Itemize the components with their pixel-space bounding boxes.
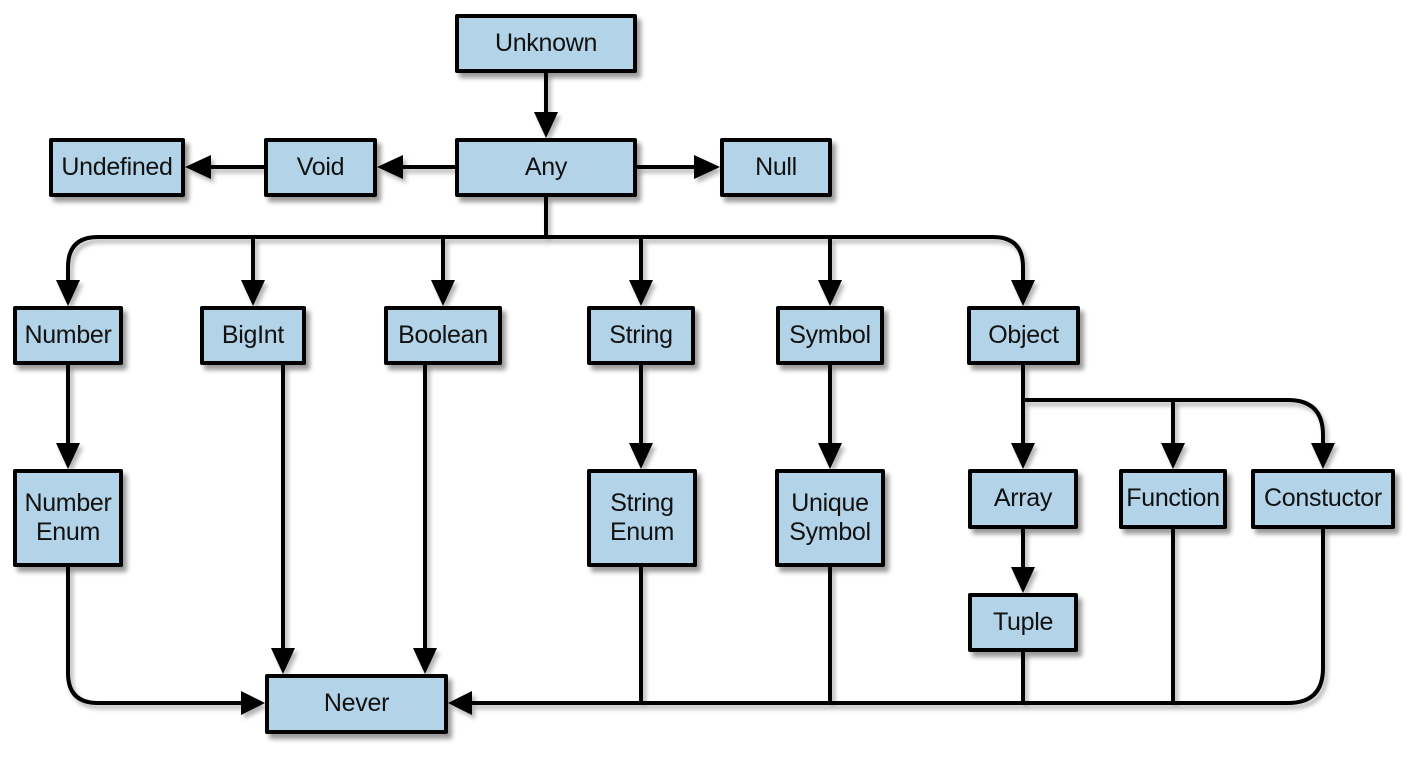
node-unknown: Unknown	[455, 14, 637, 73]
edge-arrowheads	[56, 112, 1335, 715]
node-any: Any	[455, 138, 637, 197]
arrowhead-never-right	[448, 691, 472, 715]
node-string: String	[587, 306, 695, 365]
arrowhead-null	[694, 155, 720, 179]
arrowhead-undefined	[185, 155, 211, 179]
edge-merge-never	[470, 529, 1325, 705]
node-unique-symbol: Unique Symbol	[775, 469, 885, 567]
arrowhead-never-top-bigint	[271, 648, 295, 674]
arrowhead-array	[1011, 443, 1035, 469]
node-never: Never	[265, 674, 448, 734]
edge-numberenum-never	[66, 567, 243, 705]
node-boolean: Boolean	[384, 306, 502, 365]
arrowhead-boolean	[431, 280, 455, 306]
node-undefined: Undefined	[49, 138, 185, 197]
arrowhead-number	[56, 280, 80, 306]
arrowhead-string-enum	[629, 443, 653, 469]
arrowhead-never-top-boolean	[413, 648, 437, 674]
node-number-enum: Number Enum	[13, 469, 123, 567]
node-constructor: Constuctor	[1251, 469, 1395, 529]
arrowhead-bigint	[241, 280, 265, 306]
arrowhead-symbol	[818, 280, 842, 306]
node-array: Array	[968, 469, 1078, 529]
arrowhead-any	[534, 112, 558, 138]
node-bigint: BigInt	[200, 306, 306, 365]
node-tuple: Tuple	[968, 593, 1078, 652]
node-function: Function	[1119, 469, 1227, 529]
arrowhead-object	[1011, 280, 1035, 306]
arrowhead-function	[1161, 443, 1185, 469]
arrowhead-void	[377, 155, 403, 179]
node-symbol: Symbol	[776, 306, 884, 365]
arrowhead-tuple	[1011, 567, 1035, 593]
node-null: Null	[720, 138, 832, 197]
arrowhead-number-enum	[56, 443, 80, 469]
edge-object-children-bus	[1023, 398, 1325, 463]
node-object: Object	[967, 306, 1080, 365]
arrowhead-never-left	[241, 691, 265, 715]
node-void: Void	[264, 138, 377, 197]
node-string-enum: String Enum	[587, 469, 697, 567]
arrowhead-string	[629, 280, 653, 306]
edge-any-children-bus	[66, 235, 1025, 300]
node-number: Number	[13, 306, 123, 365]
arrowhead-constructor	[1311, 443, 1335, 469]
arrowhead-unique-symbol	[818, 443, 842, 469]
